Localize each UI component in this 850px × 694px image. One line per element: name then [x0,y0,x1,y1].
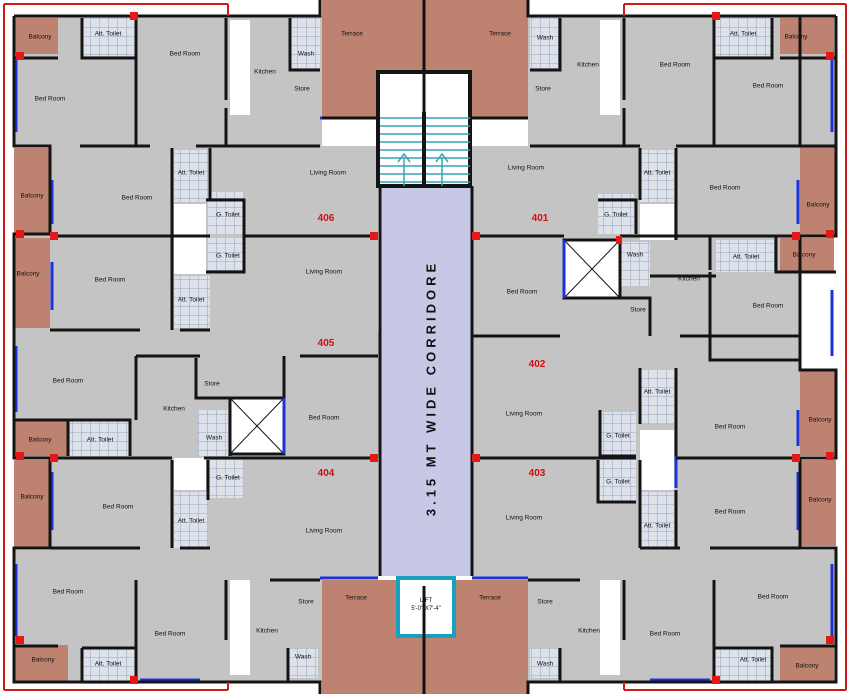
room-label: Balcony [795,663,819,670]
flat-numbers: 406 401 405 402 404 403 [318,213,549,479]
room-label: Balcony [806,202,830,209]
room-label: Living Room [306,269,342,276]
room-label: G. Toilet [606,433,630,440]
room-label: Att. Toilet [95,661,122,668]
room-label: Att. Toilet [178,170,205,177]
room-label: Kitchen [254,69,276,76]
room-label: Wash [295,654,312,661]
room-label: Att. Toilet [733,254,760,261]
room-label: Balcony [31,657,55,664]
room-label: Bed Room [170,51,201,58]
room-label: Bed Room [35,96,66,103]
flat-number-404: 404 [318,468,335,479]
room-label: Wash [298,51,315,58]
room-label: Att. Toilet [178,518,205,525]
room-label: Att. Toilet [740,657,767,664]
room-label: Terrace [345,595,367,602]
room-label: Store [298,599,314,606]
room-label: Terrace [489,31,511,38]
room-label: Bed Room [53,378,84,385]
room-label: Wash [627,252,644,259]
open-voids [174,20,674,675]
room-label: Balcony [808,497,832,504]
plot-boundary [3,3,847,691]
room-label: Living Room [310,170,346,177]
room-label: Bed Room [715,509,746,516]
room-label: Store [630,307,646,314]
flat-number-405: 405 [318,338,335,349]
flat-number-406: 406 [318,213,335,224]
room-label: Store [535,86,551,93]
lift-shaft [396,576,456,638]
room-label: Kitchen [577,62,599,69]
room-label: Att. Toilet [644,389,671,396]
room-label: G. Toilet [606,479,630,486]
room-label: Balcony [792,252,816,259]
corridor-label: 3.15 MT WIDE CORRIDORE [423,260,438,516]
room-label: Wash [206,435,223,442]
room-label: G. Toilet [216,253,240,260]
room-label: Kitchen [578,628,600,635]
flat-number-401: 401 [532,213,549,224]
room-label: Bed Room [753,303,784,310]
room-label: Wash [537,35,554,42]
room-label: Bed Room [758,594,789,601]
room-label: Balcony [20,494,44,501]
room-label: Terrace [479,595,501,602]
room-label: Bed Room [710,185,741,192]
corridor [380,186,472,576]
lift-size: 5'-0" X7'-4" [411,606,441,612]
room-label: Store [537,599,553,606]
room-label: Kitchen [678,276,700,283]
room-label: G. Toilet [216,475,240,482]
room-label: Bed Room [155,631,186,638]
room-label: Wash [537,661,554,668]
room-label: Balcony [20,193,44,200]
lift-title: LIFT [420,598,433,604]
room-label: Living Room [506,515,542,522]
room-label: Bed Room [53,589,84,596]
room-label: Balcony [16,271,40,278]
flat-number-402: 402 [529,359,546,370]
flat-number-403: 403 [529,468,546,479]
room-label: Living Room [506,411,542,418]
room-label: Bed Room [715,424,746,431]
room-label: Bed Room [95,277,126,284]
room-label: Living Room [306,528,342,535]
room-label: Bed Room [650,631,681,638]
room-label: G. Toilet [604,212,628,219]
windows [14,14,834,682]
room-label: Bed Room [507,289,538,296]
room-label: Kitchen [256,628,278,635]
room-label: Bed Room [660,62,691,69]
room-label: Bed Room [309,415,340,422]
room-label: Terrace [341,31,363,38]
room-label: Balcony [28,34,52,41]
room-label: Kitchen [163,406,185,413]
room-label: Balcony [784,34,808,41]
room-label: Att. Toilet [87,437,114,444]
columns [16,12,834,684]
room-label: Att. Toilet [95,31,122,38]
room-label: Bed Room [103,504,134,511]
room-label: Balcony [28,437,52,444]
balconies [14,18,836,681]
room-label: Bed Room [753,83,784,90]
room-label: Att. Toilet [644,170,671,177]
room-label: G. Toilet [216,212,240,219]
room-label: Att. Toilet [730,31,757,38]
room-label: Store [204,381,220,388]
room-label: Store [294,86,310,93]
room-label: Att. Toilet [644,523,671,530]
room-label: Bed Room [122,195,153,202]
room-label: Balcony [808,417,832,424]
room-label: Living Room [508,165,544,172]
room-label: Att. Toilet [178,297,205,304]
room-labels: Balcony Att. Toilet Bed Room Bed Room Ki… [16,31,832,670]
